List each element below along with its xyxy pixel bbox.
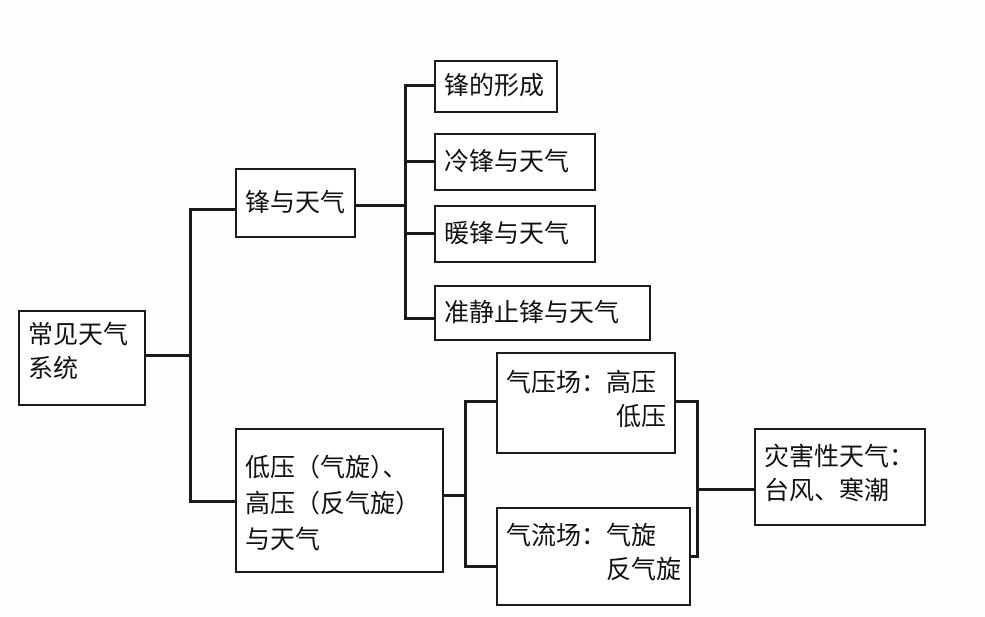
stationary-front-box: 准静止锋与天气 bbox=[434, 285, 651, 341]
pressure-label-line2: 高压（反气旋） bbox=[245, 489, 421, 518]
stationary-front-label: 准静止锋与天气 bbox=[444, 298, 620, 327]
front-formation-label: 锋的形成 bbox=[444, 71, 545, 100]
connector bbox=[696, 400, 699, 558]
root-box: 常见天气 系统 bbox=[18, 310, 146, 406]
connector bbox=[690, 555, 699, 558]
connector bbox=[189, 208, 237, 211]
airflow-field-box: 气流场：气旋 反气旋 bbox=[496, 507, 691, 606]
front-formation-box: 锋的形成 bbox=[434, 60, 558, 113]
warm-front-box: 暖锋与天气 bbox=[434, 205, 596, 263]
airflow-field-line1: 气流场：气旋 bbox=[506, 521, 657, 550]
connector bbox=[675, 400, 699, 403]
disaster-line2: 台风、寒潮 bbox=[764, 476, 890, 505]
connector bbox=[404, 232, 436, 235]
pressure-field-box: 气压场：高压 低压 bbox=[496, 352, 676, 454]
connector bbox=[404, 317, 436, 320]
cold-front-label: 冷锋与天气 bbox=[444, 147, 570, 176]
root-label-line1: 常见天气 bbox=[28, 320, 129, 349]
front-weather-label: 锋与天气 bbox=[245, 188, 346, 217]
pressure-field-line2: 低压 bbox=[615, 402, 666, 431]
connector bbox=[404, 160, 436, 163]
warm-front-label: 暖锋与天气 bbox=[444, 219, 570, 248]
disaster-weather-box: 灾害性天气： 台风、寒潮 bbox=[754, 428, 926, 526]
connector bbox=[189, 208, 192, 503]
connector bbox=[189, 500, 237, 503]
front-weather-box: 锋与天气 bbox=[235, 168, 356, 238]
connector bbox=[464, 400, 498, 403]
connector bbox=[696, 488, 756, 491]
connector bbox=[404, 84, 407, 320]
disaster-line1: 灾害性天气： bbox=[764, 442, 915, 471]
pressure-label-line3: 与天气 bbox=[245, 525, 321, 554]
airflow-field-line2: 反气旋 bbox=[605, 555, 681, 584]
pressure-label-line1: 低压（气旋）、 bbox=[245, 453, 408, 482]
connector bbox=[464, 565, 498, 568]
connector bbox=[464, 400, 467, 568]
cold-front-box: 冷锋与天气 bbox=[434, 133, 596, 191]
pressure-field-line1: 气压场：高压 bbox=[506, 368, 657, 397]
connector bbox=[443, 494, 467, 497]
root-label-line2: 系统 bbox=[28, 354, 79, 383]
connector bbox=[355, 204, 407, 207]
connector bbox=[145, 354, 192, 357]
connector bbox=[404, 84, 436, 87]
pressure-systems-box: 低压（气旋）、 高压（反气旋） 与天气 bbox=[235, 428, 444, 573]
